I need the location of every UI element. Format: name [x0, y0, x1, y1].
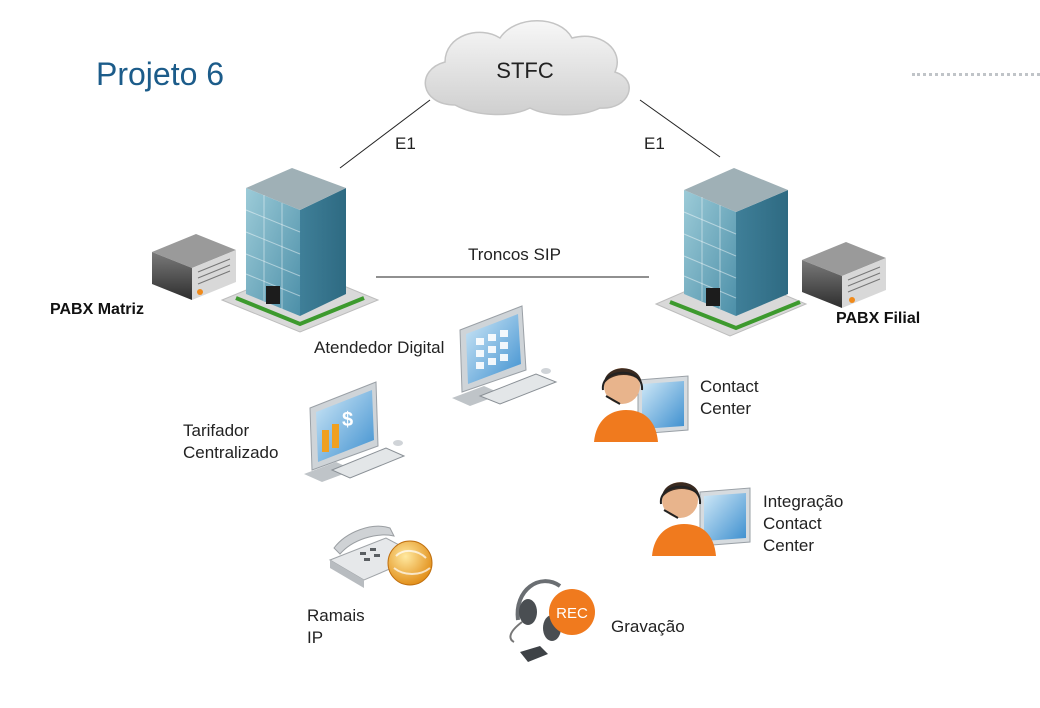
ramais-ip-label: Ramais IP	[307, 606, 365, 647]
atendedor-computer-icon	[452, 305, 558, 406]
e1-link-right	[639, 99, 721, 158]
e1-link-left	[339, 99, 431, 169]
contact-center-agent-icon	[594, 368, 689, 442]
contact-center-label: Contact Center	[700, 377, 759, 418]
integracao-agent-icon	[652, 482, 751, 556]
pabx-filial-device-icon	[802, 242, 886, 308]
integracao-label: Integração Contact Center	[763, 492, 844, 555]
svg-text:$: $	[342, 409, 353, 431]
e1-label-right: E1	[644, 134, 665, 153]
pabx-filial-label: PABX Filial	[836, 310, 921, 327]
ip-phone-icon	[328, 525, 433, 588]
tarifador-computer-icon: $	[304, 381, 406, 482]
pabx-matriz-device-icon	[152, 234, 236, 300]
tarifador-label: Tarifador Centralizado	[183, 421, 279, 462]
sip-trunk-label: Troncos SIP	[468, 245, 561, 264]
rec-badge-icon: REC	[549, 589, 595, 635]
stfc-label: STFC	[496, 58, 554, 83]
rec-badge-text: REC	[556, 605, 588, 622]
pabx-matriz-label: PABX Matriz	[50, 301, 144, 318]
gravacao-label: Gravação	[611, 617, 685, 636]
stfc-cloud: STFC	[424, 20, 630, 116]
building-matriz-icon	[220, 168, 380, 333]
atendedor-label: Atendedor Digital	[314, 338, 445, 357]
decorative-dotted-line	[912, 73, 1040, 76]
e1-label-left: E1	[395, 134, 416, 153]
page-title: Projeto 6	[96, 56, 225, 92]
building-filial-icon	[654, 168, 808, 337]
